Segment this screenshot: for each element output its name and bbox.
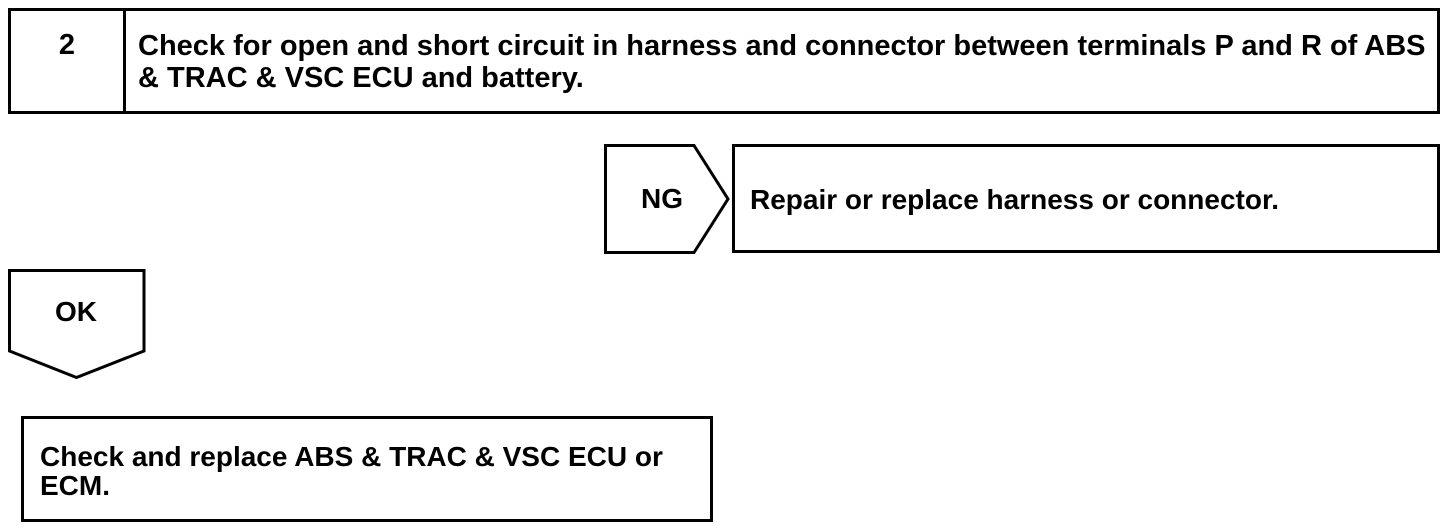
ng-action-box: Repair or replace harness or connector.	[732, 144, 1440, 253]
step-description: Check for open and short circuit in harn…	[138, 30, 1426, 94]
step-divider	[123, 11, 126, 111]
ng-action-text: Repair or replace harness or connector.	[750, 184, 1280, 215]
step-number: 2	[58, 29, 76, 61]
step-box: 2 Check for open and short circuit in ha…	[8, 8, 1440, 114]
ok-arrow-shape	[8, 269, 146, 380]
ok-action-text: Check and replace ABS & TRAC & VSC ECU o…	[40, 441, 663, 501]
ok-action-box: Check and replace ABS & TRAC & VSC ECU o…	[21, 416, 713, 522]
ng-label: NG	[641, 183, 683, 214]
ok-label: OK	[55, 296, 97, 327]
ng-arrow-shape	[604, 144, 730, 254]
